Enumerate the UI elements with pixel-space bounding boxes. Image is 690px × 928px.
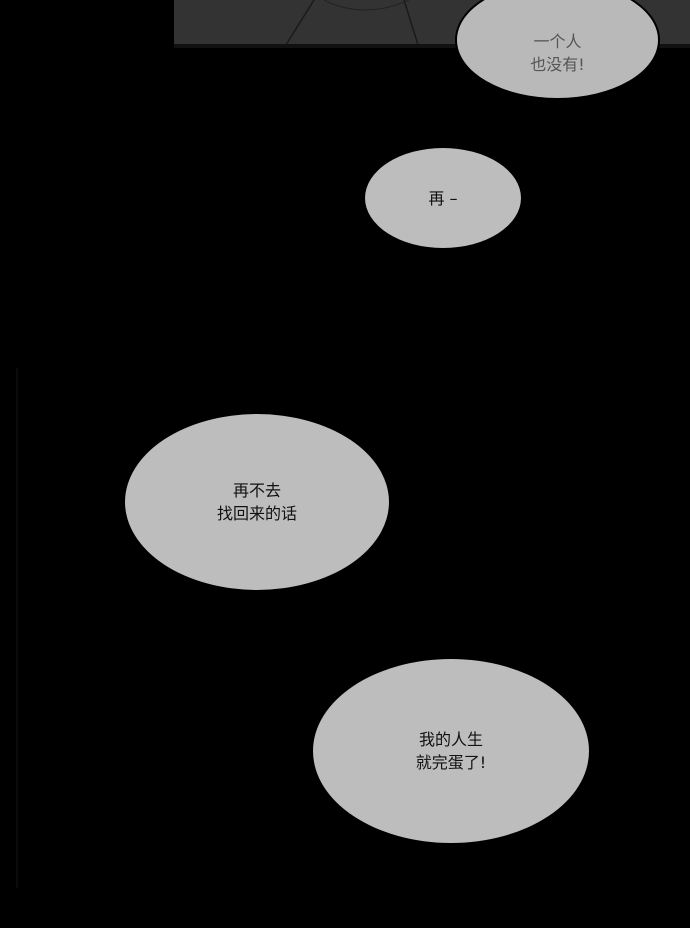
bubble-4-line-1: 我的人生 — [418, 730, 483, 749]
bubble-2-line-1: 再 – — [428, 188, 458, 208]
bubble-3-line-2: 找回来的话 — [216, 504, 297, 523]
bubble-3-line-1: 再不去 — [232, 481, 281, 500]
panel-border-strip — [16, 368, 18, 888]
speech-bubble-2: 再 – — [363, 146, 523, 250]
bubble-1-line-1: 一个人 — [533, 32, 582, 51]
speech-bubble-4: 我的人生 就完蛋了! — [311, 657, 591, 845]
speech-bubble-1: 一个人 也没有! — [455, 0, 660, 100]
speech-bubble-3: 再不去 找回来的话 — [123, 412, 391, 592]
bubble-4-line-2: 就完蛋了! — [415, 753, 487, 772]
bubble-1-line-2: 也没有! — [530, 55, 585, 74]
